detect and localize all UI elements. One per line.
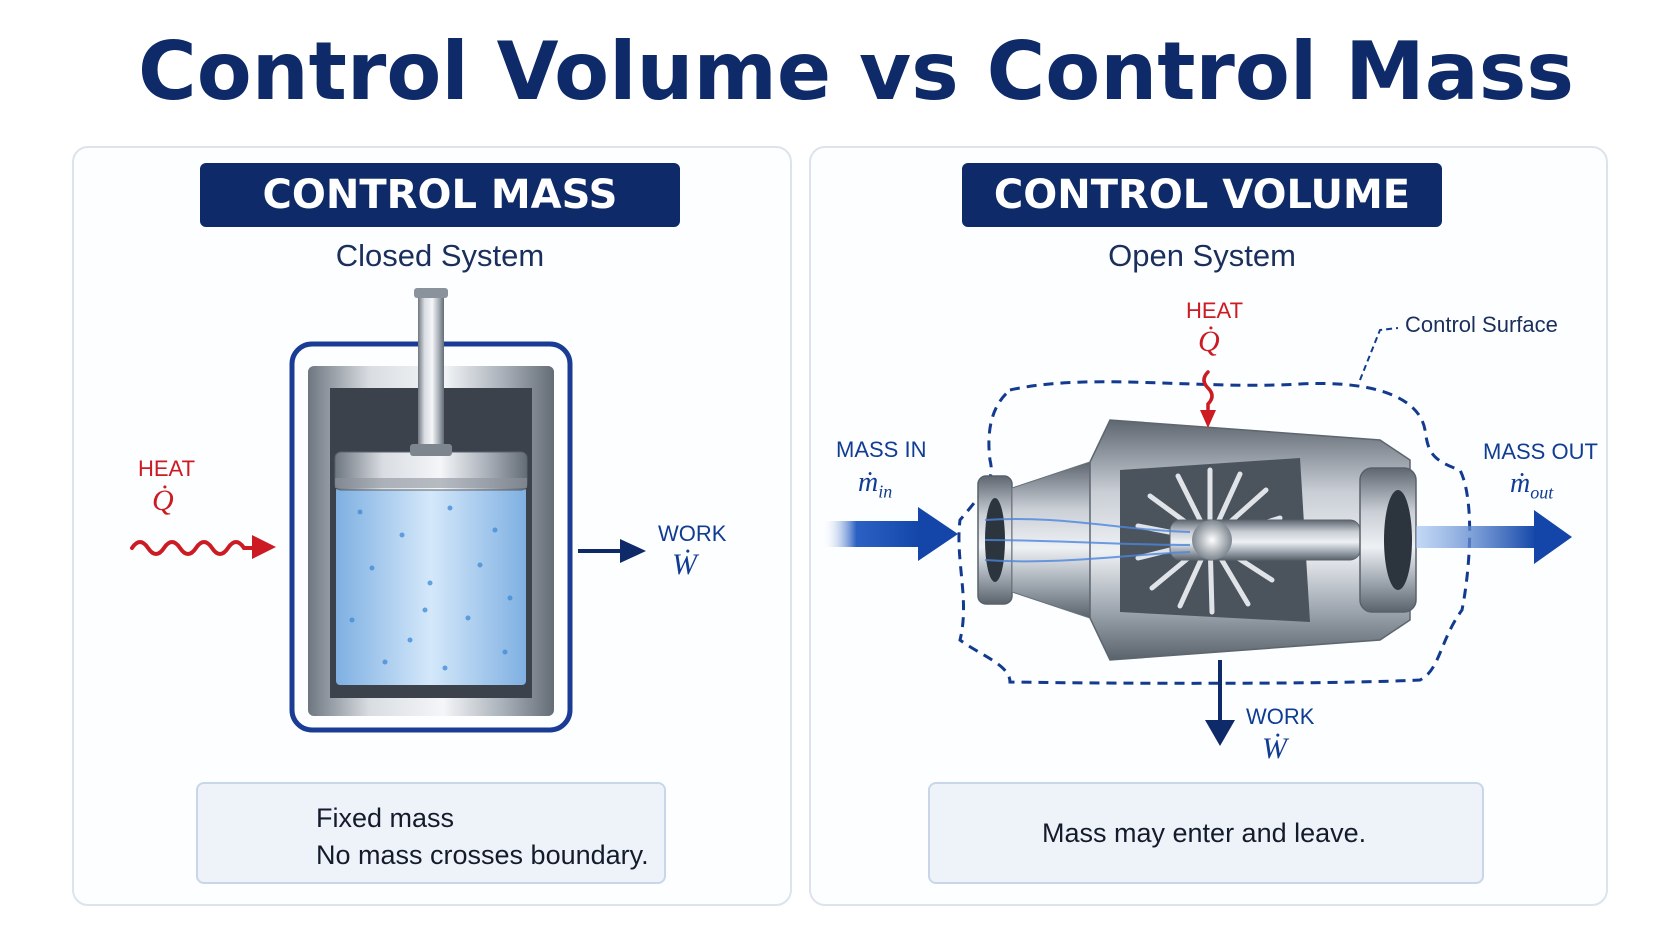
heat-label-left: HEAT — [138, 456, 196, 481]
mass-out-symbol: ṁout — [1510, 468, 1554, 503]
heat-label-right: HEAT — [1186, 298, 1244, 323]
control-mass-note — [196, 782, 666, 884]
control-mass-banner: CONTROL MASS — [200, 163, 680, 227]
work-out-arrow — [578, 539, 646, 563]
work-label-left: WORK — [658, 521, 727, 546]
note-fixed-mass: Fixed mass — [316, 803, 455, 833]
work-down-arrow — [1205, 660, 1235, 746]
heat-symbol-left: Q̇ — [152, 484, 174, 517]
flow-lines — [984, 517, 1191, 563]
note-mass-may-enter: Mass may enter and leave. — [1042, 818, 1367, 848]
mass-out-label: MASS OUT — [1483, 439, 1598, 464]
heat-in-arrow-right — [1200, 370, 1216, 428]
work-symbol-left: Ẇ — [672, 548, 697, 581]
heat-symbol-right: Q̇ — [1198, 325, 1220, 358]
control-volume-note — [928, 782, 1484, 884]
piston-cylinder — [289, 288, 573, 733]
page-title: Control Volume vs Control Mass — [138, 25, 1574, 118]
mass-in-symbol: ṁin — [858, 467, 893, 502]
heat-in-arrow — [130, 535, 276, 559]
mass-out-arrow — [1416, 510, 1572, 564]
work-label-right: WORK — [1246, 704, 1315, 729]
control-surface-label: Control Surface — [1405, 312, 1558, 337]
closed-system-subtitle: Closed System — [335, 238, 545, 273]
control-volume-banner: CONTROL VOLUME — [962, 163, 1442, 227]
note-no-mass-crosses: No mass crosses boundary. — [316, 840, 649, 870]
mass-in-label: MASS IN — [836, 437, 927, 462]
gas-particles — [349, 505, 513, 671]
work-symbol-right: Ẇ — [1262, 732, 1287, 765]
mass-in-arrow — [822, 507, 958, 561]
turbine — [977, 419, 1417, 661]
open-system-subtitle: Open System — [1108, 238, 1296, 273]
control-surface-boundary — [957, 380, 1472, 685]
